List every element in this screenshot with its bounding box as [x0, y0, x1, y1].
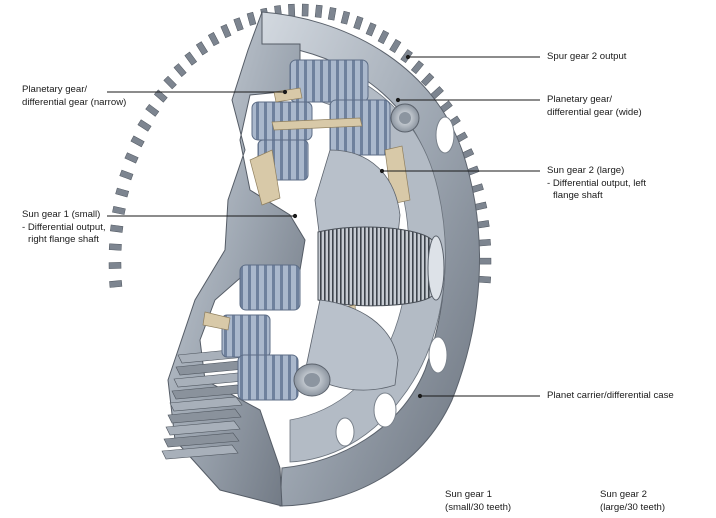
gear-tooth [173, 63, 187, 77]
gear-tooth [119, 169, 134, 181]
section-plate [249, 149, 281, 206]
gear-tooth [130, 135, 145, 148]
gear-tooth [115, 187, 130, 198]
splined-bore [317, 226, 433, 307]
gear-tooth [184, 51, 198, 66]
gear-tooth [340, 10, 351, 25]
label-line: Sun gear 1 [445, 489, 492, 500]
footer-sun-gear-2: Sun gear 2 (large/30 teeth) [600, 489, 665, 514]
gear-tooth [246, 11, 257, 26]
planetary-gear-lower [239, 264, 301, 311]
gear-tooth [108, 262, 122, 269]
bearing-lower-inner [304, 373, 320, 387]
gear-tooth [112, 206, 126, 215]
label-line: Spur gear 2 output [547, 51, 627, 62]
label-planetary-gear-narrow: Planetary gear/ differential gear (narro… [22, 84, 126, 109]
label-line: Planetary gear/ [547, 94, 613, 105]
gear-tooth [145, 103, 160, 117]
label-sun-gear-2: Sun gear 2 (large) - Differential output… [547, 165, 646, 203]
label-line: Planet carrier/differential case [547, 390, 674, 401]
section-plate [271, 117, 363, 131]
cooling-fin [167, 408, 242, 424]
gear-tooth [163, 75, 177, 90]
gear-tooth [220, 24, 232, 39]
gear-tooth [478, 257, 492, 265]
label-sun-gear-1: Sun gear 1 (small) - Differential output… [22, 209, 106, 247]
planetary-gear-wide [289, 59, 369, 103]
planetary-gear-lower-wide [237, 354, 299, 401]
gear-tooth [110, 224, 124, 233]
gear-tooth [301, 3, 309, 17]
gear-tooth [233, 17, 244, 32]
gear-tooth [389, 38, 402, 54]
label-planetary-gear-wide: Planetary gear/ differential gear (wide) [547, 94, 642, 119]
planetary-gear-upper [329, 99, 391, 156]
gear-tooth [377, 30, 390, 45]
bearing-upper-inner [399, 112, 411, 124]
cooling-fin [161, 444, 239, 460]
spur-gear-teeth [108, 3, 492, 288]
bore-face [427, 235, 445, 301]
label-line: - Differential output, [22, 221, 106, 233]
leader-dot [292, 213, 298, 219]
leader-dot [395, 97, 401, 103]
section-plate [202, 311, 231, 331]
label-line: flange shaft [553, 190, 603, 202]
leader-dot [405, 54, 411, 60]
label-line: differential gear (wide) [547, 106, 642, 118]
label-line: differential gear (narrow) [22, 96, 127, 108]
footer-sun-gear-1: Sun gear 1 (small/30 teeth) [445, 489, 511, 514]
gear-tooth [420, 72, 435, 87]
label-line: Sun gear 2 (large) [547, 165, 625, 176]
label-line: Sun gear 2 [600, 489, 647, 500]
cooling-fin [163, 432, 240, 448]
label-line: - Differential output, left [547, 177, 647, 189]
case-cooling-fins [161, 348, 247, 460]
leader-dot [282, 89, 288, 95]
carrier-hole [435, 116, 455, 154]
carrier-hole [428, 336, 448, 374]
label-planet-carrier: Planet carrier/differential case [547, 390, 674, 403]
label-line: (small/30 teeth) [445, 501, 512, 513]
label-line: right flange shaft [28, 234, 99, 246]
carrier-hole [335, 417, 355, 447]
label-line: Sun gear 1 (small) [22, 209, 101, 220]
leader-dot [417, 393, 423, 399]
gear-tooth [365, 22, 377, 37]
label-line: (large/30 teeth) [600, 501, 666, 513]
gear-tooth [108, 243, 122, 251]
label-line: Planetary gear/ [22, 84, 88, 95]
leader-dot [379, 168, 385, 174]
gear-tooth [109, 280, 123, 288]
gear-tooth [314, 4, 323, 18]
carrier-hole [373, 392, 397, 428]
gear-tooth [195, 41, 209, 56]
gear-tooth [478, 275, 492, 284]
gear-tooth [353, 15, 364, 30]
gear-tooth [288, 3, 296, 17]
gear-tooth [410, 60, 424, 75]
cooling-fin [169, 396, 243, 412]
cooling-fin [165, 420, 241, 436]
gear-tooth [207, 32, 220, 47]
gear-tooth [327, 7, 337, 21]
gear-tooth [137, 119, 152, 132]
label-spur-gear-output: Spur gear 2 output [547, 51, 626, 64]
leader-lines [107, 54, 540, 399]
gear-tooth [477, 238, 491, 247]
gear-tooth [124, 152, 139, 164]
